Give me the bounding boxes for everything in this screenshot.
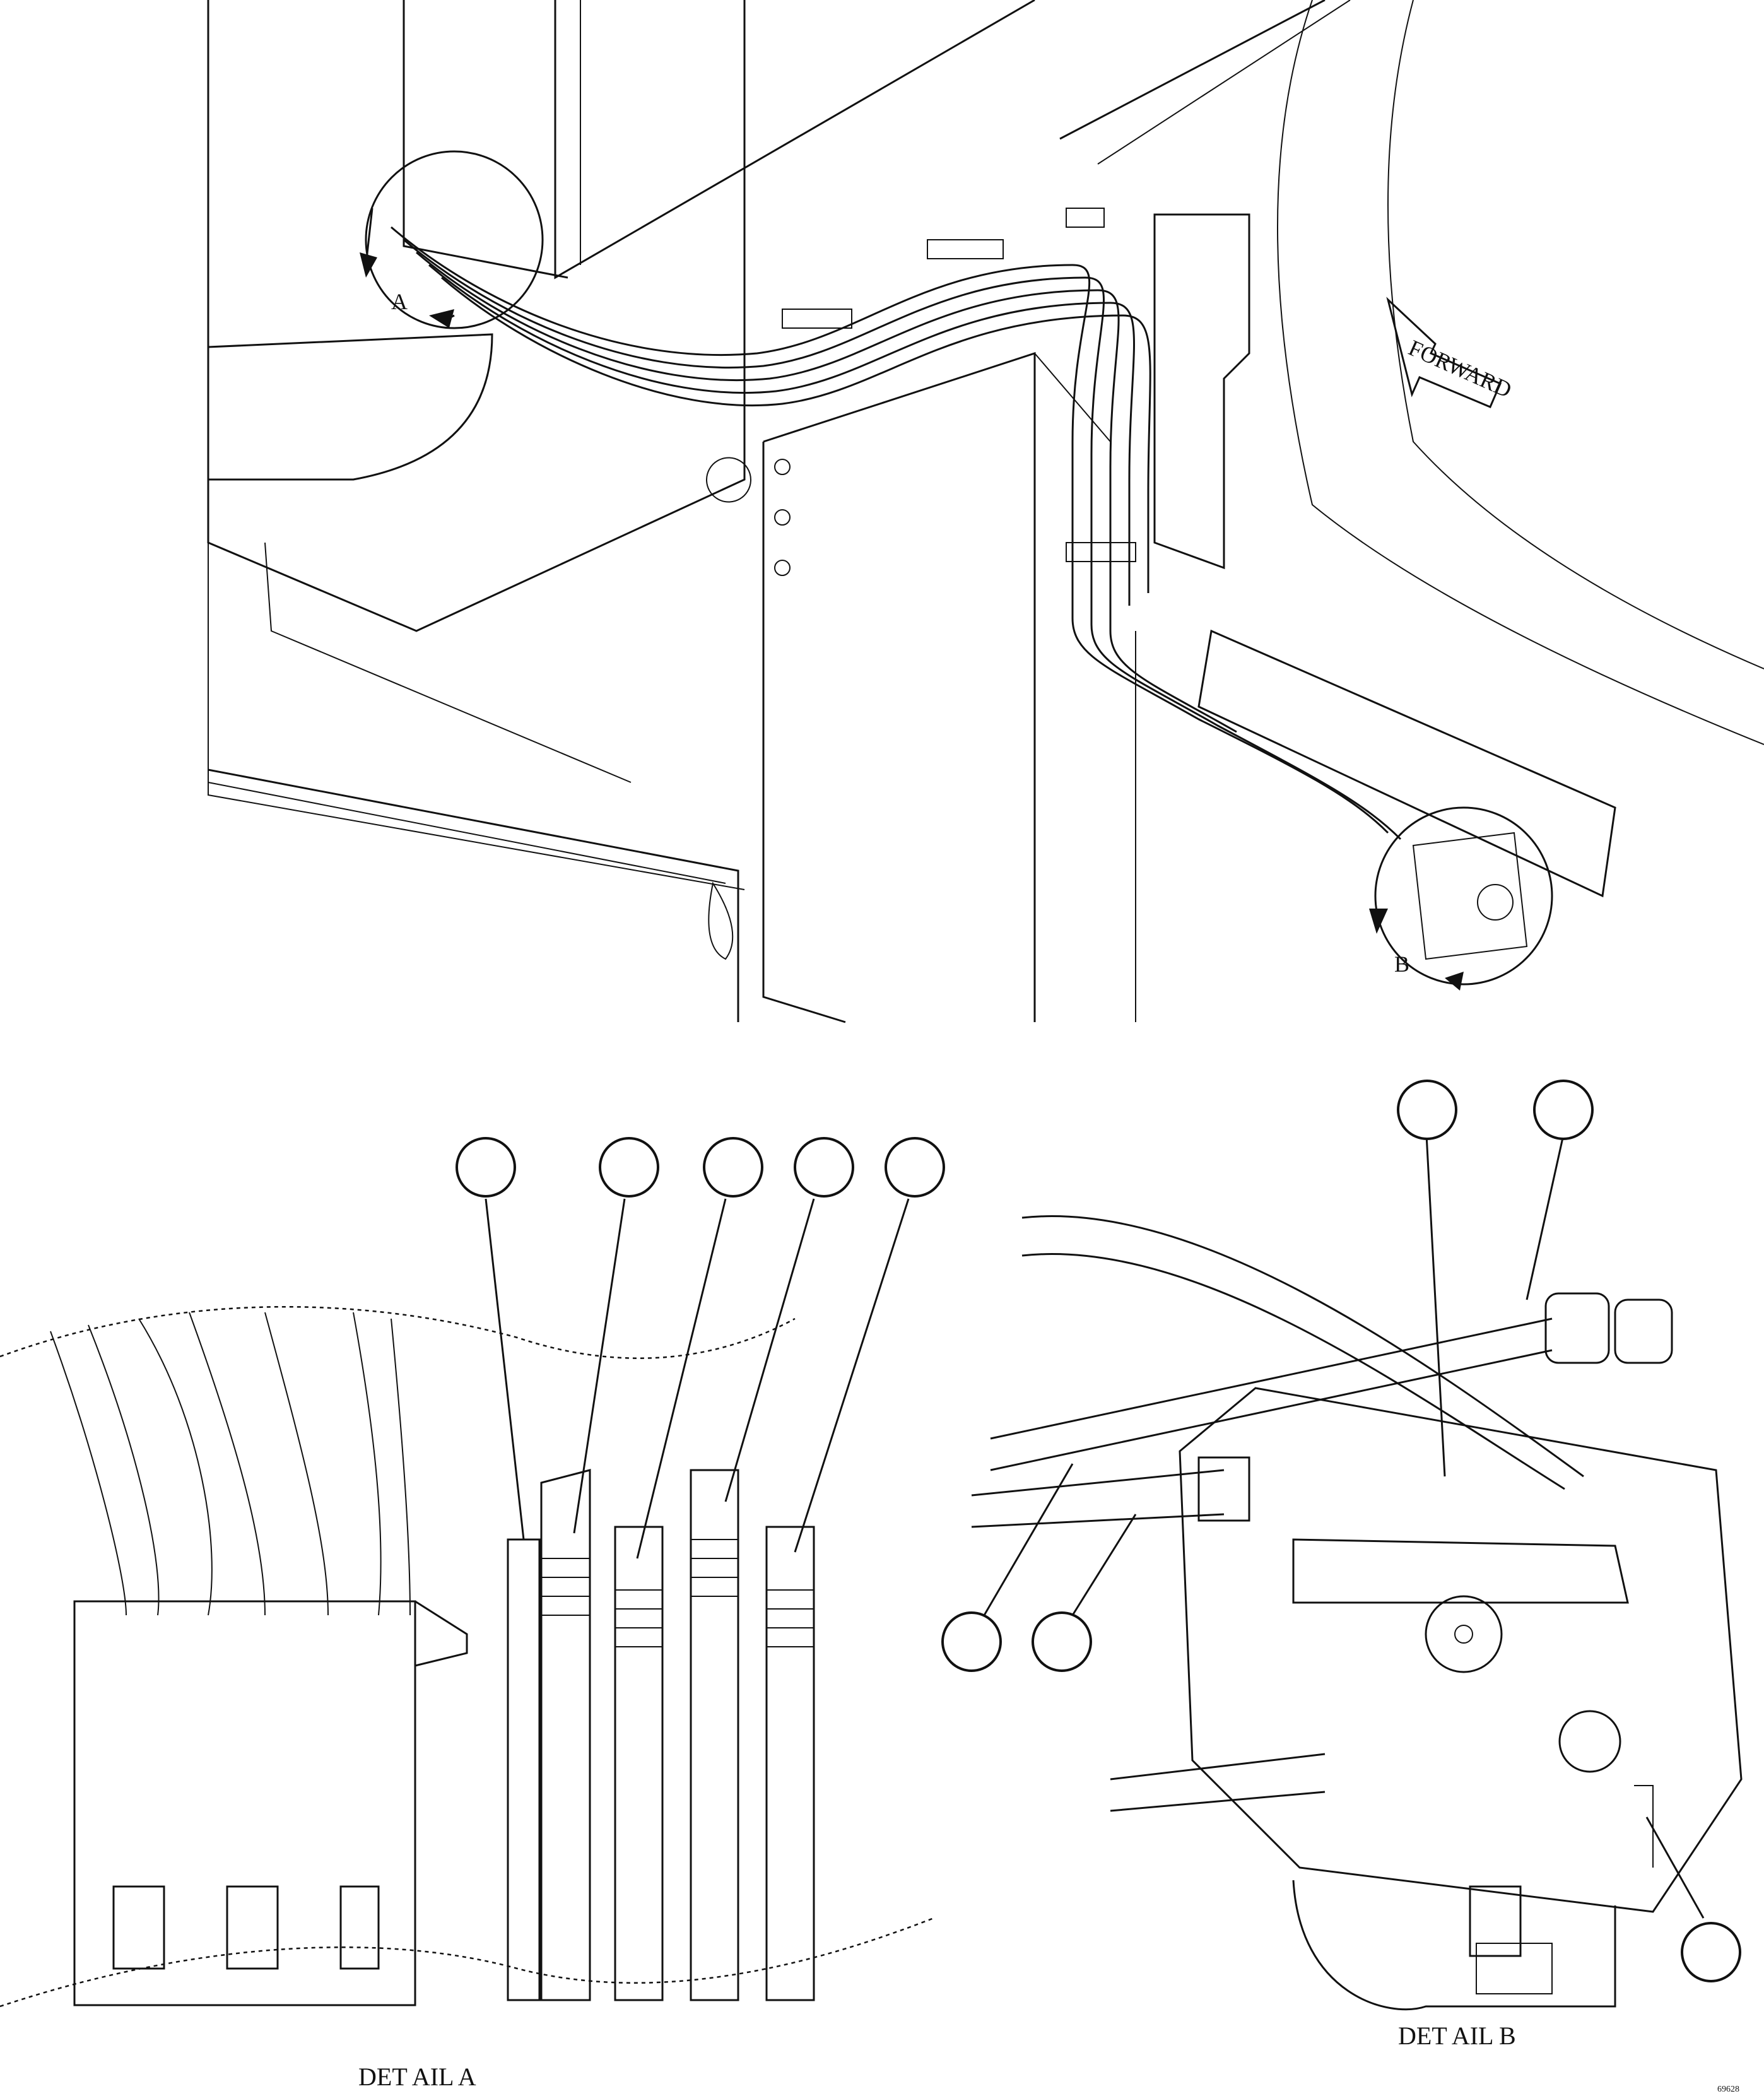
detail-b-marker: B bbox=[1369, 806, 1553, 991]
forward-label: FORWARD bbox=[1405, 335, 1515, 403]
detail-a-view: DET AIL A bbox=[0, 1137, 945, 2091]
callout-10 bbox=[1681, 1922, 1741, 1982]
arrow-head-icon bbox=[1445, 972, 1464, 991]
callout-3 bbox=[703, 1137, 763, 1198]
callout-9 bbox=[1032, 1611, 1092, 1672]
arrow-head-icon bbox=[360, 252, 377, 278]
detail-b-caption: DET AIL B bbox=[1398, 2022, 1516, 2050]
callout-2 bbox=[599, 1137, 659, 1198]
detail-b-view: DET AIL B bbox=[941, 1080, 1743, 2050]
arrow-head-icon bbox=[429, 309, 454, 328]
callout-6 bbox=[1397, 1080, 1457, 1140]
arrow-head-icon bbox=[1369, 909, 1388, 934]
callout-8 bbox=[941, 1611, 1002, 1672]
callout-1 bbox=[456, 1137, 516, 1198]
detail-a-caption: DET AIL A bbox=[358, 2063, 476, 2091]
callouts-detail-a bbox=[456, 1137, 945, 1559]
main-view: FORWARD A B bbox=[207, 0, 1764, 1023]
detail-a-marker: A bbox=[360, 150, 544, 329]
break-line bbox=[0, 1306, 796, 1359]
forward-arrow-icon bbox=[1386, 297, 1502, 408]
figure-number: 69628 bbox=[1717, 2085, 1739, 2094]
callouts-detail-b bbox=[941, 1080, 1741, 1982]
detail-a-marker-label: A bbox=[391, 289, 408, 314]
callout-4 bbox=[794, 1137, 854, 1198]
callout-7 bbox=[1533, 1080, 1594, 1140]
fittings-lower-left bbox=[112, 1885, 380, 1970]
callout-5 bbox=[885, 1137, 945, 1198]
detail-b-marker-label: B bbox=[1394, 951, 1409, 977]
break-line bbox=[0, 1917, 934, 2008]
hose-ends bbox=[507, 1469, 815, 2001]
